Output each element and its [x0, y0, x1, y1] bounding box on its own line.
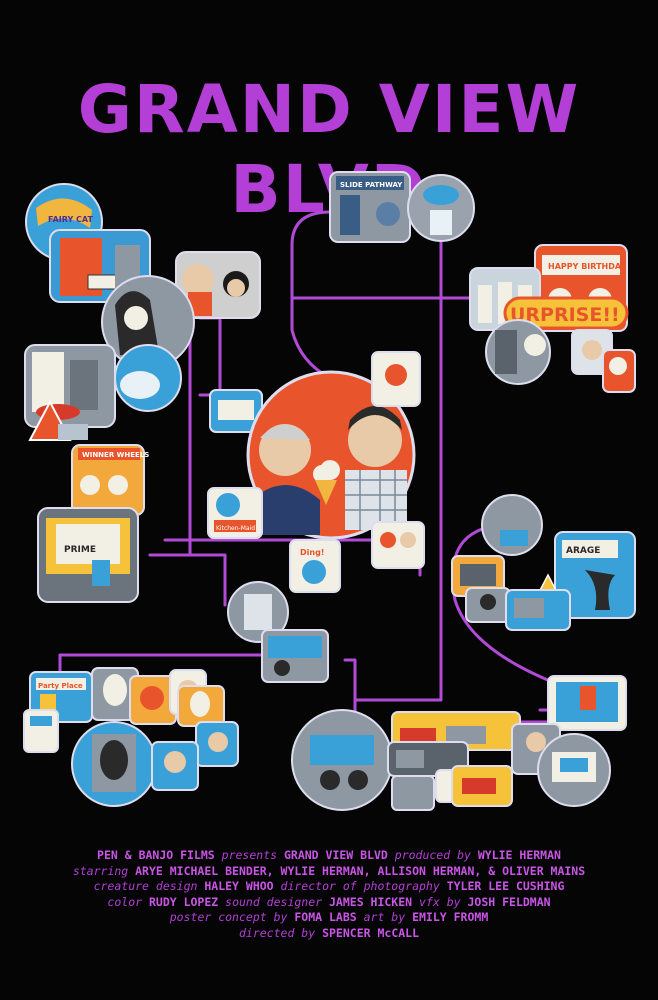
- credits-line-cast: starring ARYE MICHAEL BENDER, WYLIE HERM…: [0, 864, 658, 880]
- svg-text:Kitchen-Maid: Kitchen-Maid: [216, 525, 255, 532]
- credit-name: RUDY LOPEZ: [148, 894, 219, 909]
- credit-role: directed by: [238, 925, 323, 940]
- credit-name: PEN & BANJO FILMS: [97, 848, 215, 862]
- credit-name: EMILY FROMM: [412, 910, 489, 925]
- svg-text:URPRISE!!: URPRISE!!: [510, 304, 620, 326]
- credit-role: produced by: [387, 848, 478, 862]
- credit-name: WYLIE HERMAN: [477, 848, 561, 862]
- credit-role: creature design: [93, 879, 205, 894]
- panel-center-cluster: Kitchen-Maid Ding!: [207, 351, 425, 683]
- panel-right-middle-cluster: ARAGE: [451, 494, 636, 731]
- panel-top-right-cluster: SLIDE PATHWAY HAPPY BIRTHDAY URPRISE!!: [329, 171, 636, 393]
- credit-name: GRAND VIEW BLVD: [283, 848, 388, 862]
- credit-role: director of photography: [273, 879, 447, 894]
- credit-name: JAMES HICKEN: [329, 894, 413, 909]
- credits-line-poster-art: poster concept by FOMA LABS art by EMILY…: [0, 910, 658, 926]
- svg-text:FAIRY CAT: FAIRY CAT: [48, 215, 93, 224]
- credit-role: poster concept by: [169, 910, 295, 925]
- panel-bottom-left-cluster: Party Place: [23, 667, 239, 807]
- credits-line-color-sound-vfx: color RUDY LOPEZ sound designer JAMES HI…: [0, 895, 658, 911]
- credit-role: presents: [214, 848, 284, 862]
- credit-role: color: [107, 894, 149, 909]
- credit-role: vfx by: [412, 894, 468, 909]
- panel-bottom-right-cluster: [291, 709, 611, 811]
- credit-name: TYLER LEE CUSHING: [446, 879, 565, 894]
- credit-name: ARYE MICHAEL BENDER, WYLIE HERMAN, ALLIS…: [135, 863, 586, 878]
- credit-name: FOMA LABS: [294, 910, 357, 925]
- credit-name: JOSH FELDMAN: [467, 894, 551, 909]
- svg-text:PRIME: PRIME: [64, 545, 96, 555]
- svg-text:Ding!: Ding!: [300, 548, 324, 557]
- credit-name: HALEY WHOO: [204, 879, 274, 894]
- credits-block: PEN & BANJO FILMS presents GRAND VIEW BL…: [0, 848, 658, 942]
- credit-role: sound designer: [218, 894, 329, 909]
- panel-top-left-cluster: FAIRY CAT WINNER WHEELS: [24, 183, 261, 603]
- credits-line-director: directed by SPENCER McCALL: [0, 926, 658, 942]
- svg-text:Party Place: Party Place: [38, 682, 83, 690]
- credits-line-creature-dp: creature design HALEY WHOO director of p…: [0, 879, 658, 895]
- svg-text:ARAGE: ARAGE: [566, 546, 600, 556]
- credits-line-production: PEN & BANJO FILMS presents GRAND VIEW BL…: [0, 848, 658, 864]
- credit-role: art by: [356, 910, 413, 925]
- svg-text:SLIDE PATHWAY: SLIDE PATHWAY: [340, 181, 403, 189]
- svg-text:HAPPY BIRTHDAY: HAPPY BIRTHDAY: [548, 262, 626, 271]
- svg-text:WINNER WHEELS: WINNER WHEELS: [82, 451, 149, 459]
- credit-name: SPENCER McCALL: [322, 925, 420, 940]
- credit-role: starring: [72, 863, 136, 878]
